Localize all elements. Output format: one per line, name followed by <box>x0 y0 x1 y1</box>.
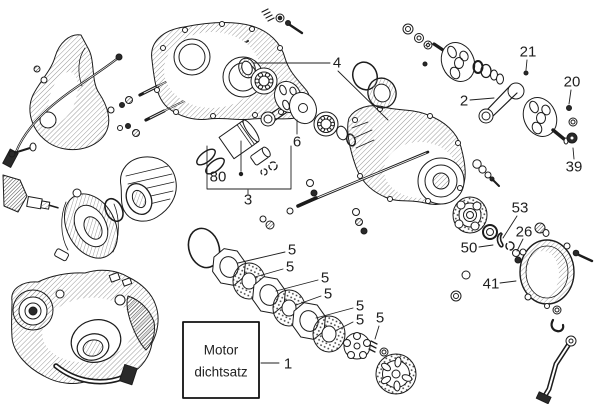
label-5-spring: 5 <box>376 310 384 327</box>
clutch-friction-plate-3 <box>312 315 346 353</box>
connecting-rod <box>485 85 511 112</box>
piston <box>218 119 260 160</box>
crankshaft-mid <box>260 80 357 147</box>
crankshaft-parts-chain <box>402 23 433 67</box>
label-5-plate-6-leader-1 <box>336 321 354 331</box>
label-41-cover-leader-1 <box>499 280 517 284</box>
case-fasteners <box>259 179 368 235</box>
clutch-nut <box>379 347 389 357</box>
oil-seal <box>367 77 397 109</box>
crankshaft-oil-seal <box>238 57 256 79</box>
label-5-spring-leader-1 <box>374 325 380 340</box>
label-80-piston-rings: 80 <box>210 169 227 186</box>
label-5-plate-4-leader-1 <box>295 295 322 306</box>
label-1-gasket-set: 1 <box>284 356 292 373</box>
label-5-plate-1-leader-1 <box>237 251 286 264</box>
label-20-small-part: 20 <box>564 74 581 91</box>
lever-washer <box>552 305 562 315</box>
label-21-small-part-leader-1 <box>525 59 528 71</box>
label-3-piston-group: 3 <box>244 192 252 209</box>
washer-39 <box>568 117 578 127</box>
main-bearing-left <box>250 67 278 95</box>
top-fasteners <box>261 8 304 35</box>
callout-box-line1: Motor <box>204 343 239 358</box>
head-o-ring <box>104 197 124 223</box>
circlips <box>260 161 278 176</box>
label-5-plate-5: 5 <box>356 298 364 315</box>
crankshaft-assembly <box>432 42 569 145</box>
label-5-plate-6: 5 <box>356 312 364 329</box>
washer-stack <box>472 159 500 187</box>
label-5-plate-3: 5 <box>321 270 329 287</box>
label-4-bearings-leader-2 <box>337 70 389 121</box>
label-39-nut: 39 <box>566 159 583 176</box>
clutch-hub <box>450 196 488 302</box>
label-20-small-part-leader-1 <box>568 89 572 105</box>
small-part-20 <box>566 105 572 111</box>
label-39-nut-leader-1 <box>572 147 575 160</box>
kick-pedal-rubber <box>119 364 138 386</box>
label-5-plate-2-leader-1 <box>254 268 284 278</box>
cable-nipple <box>115 53 123 61</box>
fastener-cluster <box>107 96 140 137</box>
flywheel-cover <box>519 239 575 309</box>
label-53-seal: 53 <box>512 200 529 217</box>
small-part-21 <box>523 70 529 76</box>
crank-web-1 <box>440 42 476 82</box>
callout-box: Motor dichtsatz <box>182 321 260 399</box>
callout-box-line2: dichtsatz <box>194 365 248 380</box>
shroud-screws <box>33 65 48 84</box>
wrist-pin <box>250 146 271 166</box>
label-50-clip-leader-1 <box>478 244 494 248</box>
spark-plug-cap <box>2 174 28 213</box>
clutch-pressure-plate <box>343 332 371 360</box>
label-6-wrist-pin: 6 <box>293 134 301 151</box>
label-2-crankshaft-leader-1 <box>469 97 495 101</box>
cylinder-head <box>61 188 119 259</box>
clip-50 <box>496 232 504 248</box>
clutch-basket <box>375 353 417 395</box>
label-4-bearings: 4 <box>333 55 341 72</box>
lever-clip <box>550 318 565 333</box>
clutch-spring <box>368 340 378 353</box>
label-2-crankshaft: 2 <box>460 93 468 110</box>
hub-nut <box>534 222 550 237</box>
rod-small-end <box>478 108 494 124</box>
kickstart-lever <box>535 335 577 404</box>
rod-big-end <box>507 82 525 100</box>
kickstart-shaft <box>296 150 430 208</box>
kickstart-pedal <box>535 391 552 404</box>
label-50-clip: 50 <box>461 240 478 257</box>
dowel-pin <box>54 248 69 262</box>
label-5-plate-2: 5 <box>286 259 294 276</box>
crank-web-2 <box>522 97 558 137</box>
label-53-seal-leader-1 <box>502 215 518 239</box>
callout-bracket-3 <box>206 140 292 190</box>
label-26-circlip-leader-1 <box>516 238 524 252</box>
label-5-plate-5-leader-1 <box>315 307 354 319</box>
label-21-small-part: 21 <box>520 44 537 61</box>
piston-rings <box>196 148 225 175</box>
cylinder-barrel <box>120 156 177 222</box>
clutch-cover-gasket <box>187 227 221 269</box>
nut-39 <box>566 132 578 144</box>
cover-bolt <box>572 249 594 263</box>
label-5-plate-1: 5 <box>288 242 296 259</box>
circlip-26 <box>505 241 522 264</box>
label-5-plate-4: 5 <box>324 286 332 303</box>
label-26-circlip: 26 <box>516 224 533 241</box>
right-crankcase-half <box>347 105 466 205</box>
seal-53 <box>482 224 498 240</box>
left-bolt <box>8 142 37 158</box>
label-41-cover: 41 <box>483 276 500 293</box>
engine-case-bottom <box>11 269 159 386</box>
label-5-plate-3-leader-1 <box>275 279 319 292</box>
spark-plug <box>26 196 59 210</box>
